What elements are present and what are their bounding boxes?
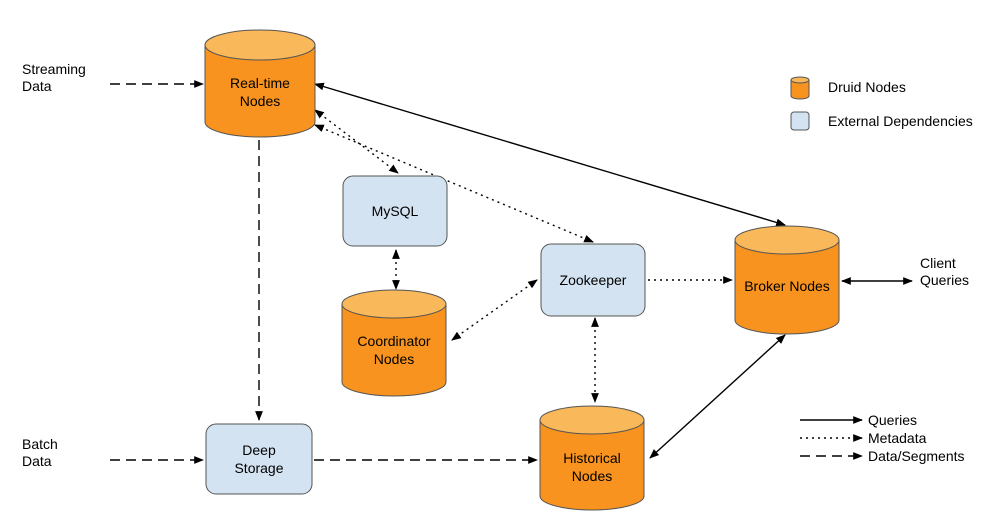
broker-label: Broker Nodes xyxy=(744,278,830,294)
realtime-zookeeper-metadata-arrow xyxy=(314,124,594,243)
historical-label-2: Nodes xyxy=(572,468,612,484)
deep-storage-box: Deep Storage xyxy=(205,423,313,495)
legend-data-segments: Data/Segments xyxy=(800,448,965,464)
legend-druid-nodes: Druid Nodes xyxy=(790,76,906,100)
connections xyxy=(110,80,913,464)
legend-metadata: Metadata xyxy=(800,430,927,446)
batch-label-2: Data xyxy=(22,453,52,469)
mysql-box: MySQL xyxy=(342,175,448,247)
historical-nodes: Historical Nodes xyxy=(539,405,645,511)
coordinator-zookeeper-metadata-arrow xyxy=(451,279,538,341)
broker-nodes: Broker Nodes xyxy=(734,225,840,335)
legend-box-icon xyxy=(790,111,810,131)
realtime-label-1: Real-time xyxy=(230,75,290,91)
historical-label-1: Historical xyxy=(563,450,621,466)
historical-broker-query-arrow xyxy=(649,334,786,459)
legend-druid-nodes-label: Druid Nodes xyxy=(828,79,906,95)
legend: Druid Nodes External Dependencies Querie… xyxy=(790,76,973,464)
realtime-label-2: Nodes xyxy=(240,93,280,109)
coordinator-label-1: Coordinator xyxy=(357,333,430,349)
realtime-nodes: Real-time Nodes xyxy=(204,29,316,138)
client-label-1: Client xyxy=(920,255,956,271)
legend-data-segments-label: Data/Segments xyxy=(868,448,965,464)
batch-data-label: Batch Data xyxy=(22,436,58,469)
streaming-data-label: Streaming Data xyxy=(22,61,86,94)
streaming-label-2: Data xyxy=(22,78,52,94)
client-label-2: Queries xyxy=(920,272,969,288)
deep-storage-label-1: Deep xyxy=(242,442,276,458)
legend-queries-label: Queries xyxy=(868,412,917,428)
legend-external-dependencies-label: External Dependencies xyxy=(828,113,973,129)
mysql-label: MySQL xyxy=(372,203,419,219)
batch-label-1: Batch xyxy=(22,436,58,452)
realtime-mysql-metadata-arrow xyxy=(314,109,399,174)
coordinator-label-2: Nodes xyxy=(374,351,414,367)
legend-queries: Queries xyxy=(800,412,917,428)
zookeeper-label: Zookeeper xyxy=(560,272,627,288)
legend-cylinder-icon xyxy=(790,80,810,100)
deep-storage-label-2: Storage xyxy=(234,460,283,476)
streaming-label-1: Streaming xyxy=(22,61,86,77)
zookeeper-box: Zookeeper xyxy=(540,243,646,317)
legend-external-dependencies: External Dependencies xyxy=(790,111,973,131)
client-queries-label: Client Queries xyxy=(920,255,969,288)
coordinator-nodes: Coordinator Nodes xyxy=(341,289,447,397)
legend-metadata-label: Metadata xyxy=(868,430,927,446)
